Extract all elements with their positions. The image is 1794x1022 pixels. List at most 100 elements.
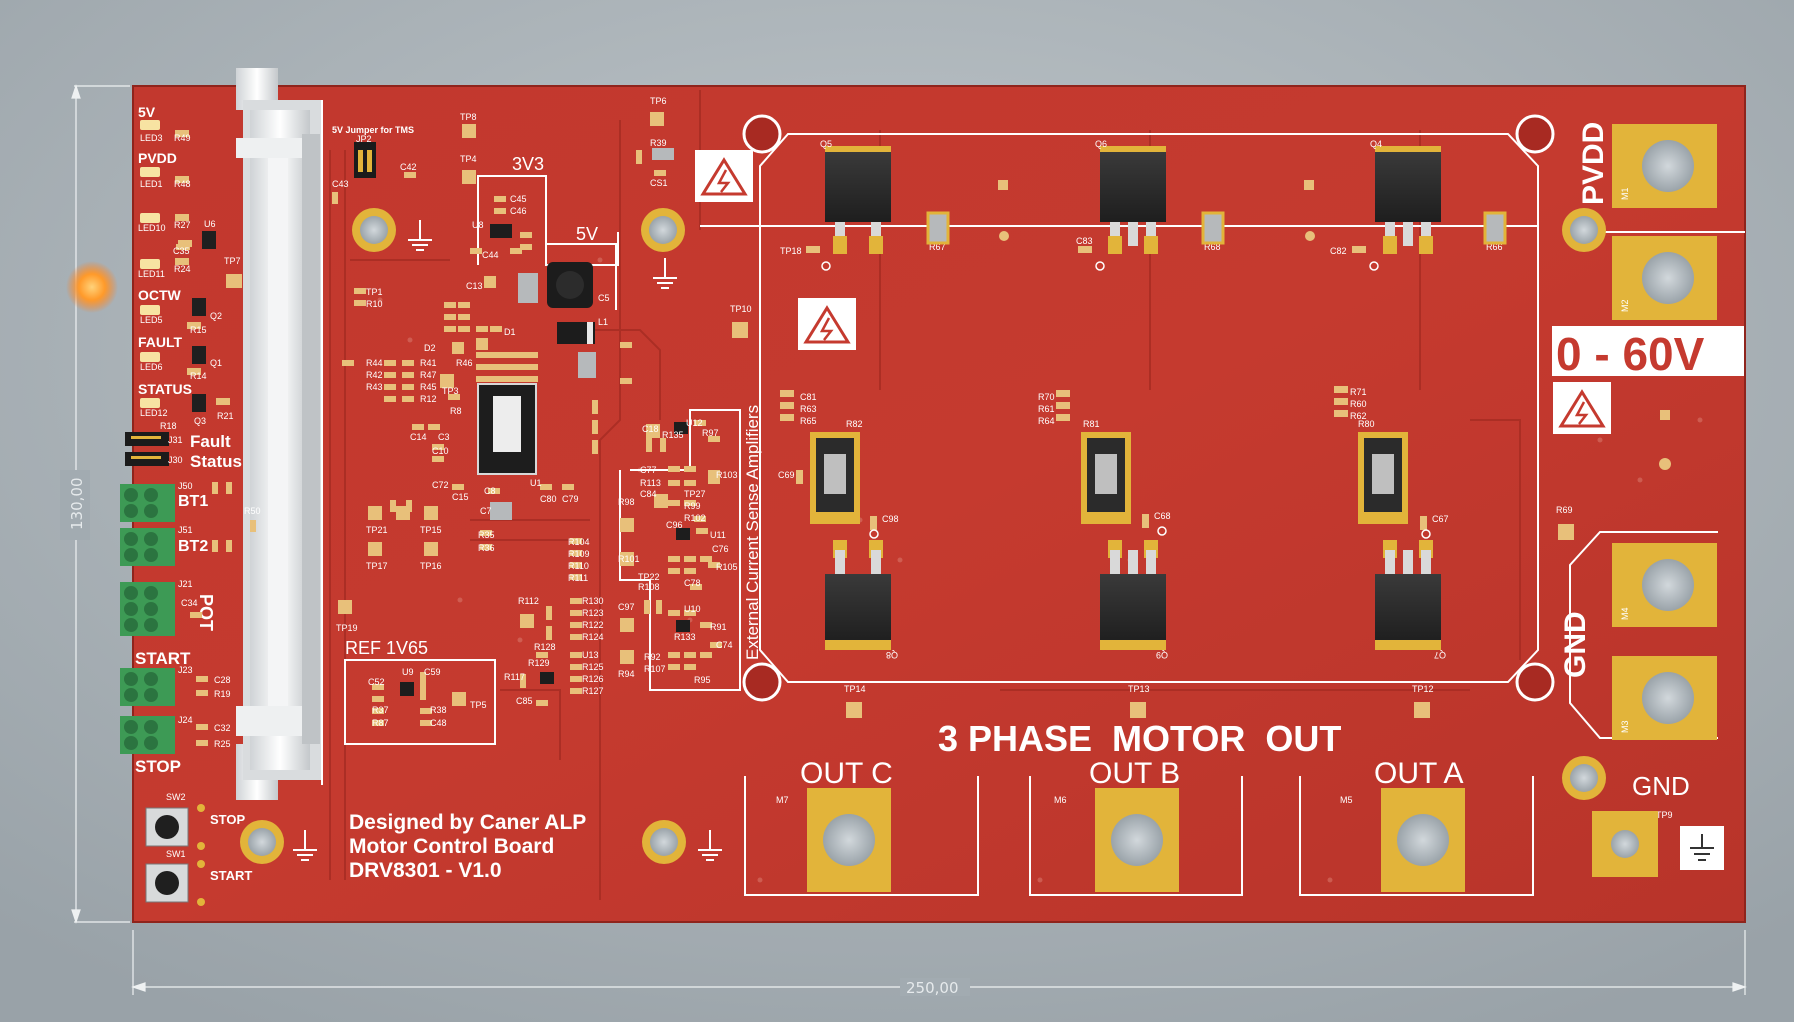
pvdd-big-label: PVDD (1577, 122, 1610, 205)
refdes-r50: R50 (244, 506, 261, 516)
refdes-tp23: R112 (518, 596, 539, 606)
refdes-c77: R97 (702, 428, 719, 438)
refdes-r68: C83 (1076, 236, 1093, 246)
output-terminals (807, 788, 1465, 892)
fault-status-jumpers (125, 432, 169, 466)
refdes-r91: U10 (684, 604, 701, 614)
m2-label: M2 (1620, 299, 1630, 312)
refdes-c84: R103 (716, 470, 738, 480)
refdes-r125: U13 (582, 650, 599, 660)
push-switch-stop[interactable] (145, 804, 205, 850)
refdes-c68: R64 (1038, 416, 1055, 426)
refdes-jp2: JP2 (356, 134, 372, 144)
refdes-r46: R44 (366, 358, 383, 368)
refdes-tp1: C13 (466, 281, 483, 291)
refdes-r108: TP22 (638, 572, 660, 582)
refdes-r43: R45 (420, 382, 437, 392)
led-label-5v: 5V (138, 104, 156, 120)
refdes-r71: C68 (1154, 511, 1171, 521)
refdes-tp2: D2 (424, 343, 436, 353)
refdes-j51: J51 (178, 525, 193, 535)
refdes-u8: U8 (472, 220, 484, 230)
refdes-c69: R65 (800, 416, 817, 426)
gnd-terminal-m8 (1592, 811, 1658, 877)
led-ref-led10: LED10 (138, 223, 166, 233)
refdes-r39: R39 (650, 138, 667, 148)
refdes-c44: C44 (482, 250, 499, 260)
bt2-label: BT2 (178, 538, 208, 555)
q6-label: Q6 (1095, 139, 1107, 149)
refdes-r35: R35 (478, 530, 495, 540)
r81-label: R81 (1083, 419, 1100, 429)
r80-label: R80 (1358, 419, 1375, 429)
refdes-c15: C15 (452, 492, 469, 502)
refdes-r18: R18 (160, 421, 177, 431)
refdes-r8: R8 (450, 406, 462, 416)
title-line-1: Designed by Caner ALP (349, 811, 586, 834)
refdes-r126: R125 (582, 662, 604, 672)
mounting-holes (742, 114, 1555, 702)
led-res-r27: R27 (174, 220, 191, 230)
refdes-tp15: TP15 (420, 525, 442, 535)
shunt-resistors (810, 432, 1408, 524)
refdes-tp7: TP7 (224, 256, 241, 266)
push-switch-start[interactable] (145, 860, 205, 906)
refdes-r129: R128 (534, 642, 556, 652)
title-line-2: Motor Control Board (349, 835, 554, 858)
small-transistors (192, 231, 216, 412)
tms-dock-connector (236, 68, 321, 800)
start-label: START (135, 649, 191, 668)
refdes-r87: R87 (372, 718, 389, 728)
m5-label: M5 (1340, 795, 1353, 805)
refdes-c85: R127 (582, 686, 604, 696)
refdes-r63: C81 (800, 392, 817, 402)
led-ref-led6: LED6 (140, 362, 163, 372)
refdes-r107: R92 (644, 652, 661, 662)
tms-5v-jumper[interactable] (354, 142, 376, 178)
switch-start-label: START (210, 868, 252, 883)
refdes-c7: C7 (480, 506, 492, 516)
led-labels: 5V LED3 R49 PVDD LED1 R48 LED10 R27 LED1… (138, 104, 234, 421)
fault-label: Fault (190, 432, 231, 451)
led-res-r21: R21 (217, 411, 234, 421)
led-ref-led3: LED3 (140, 133, 163, 143)
refdes-r45: R47 (420, 370, 437, 380)
refdes-tp6: TP6 (650, 96, 667, 106)
motor-out-title: 3 PHASE MOTOR OUT (938, 718, 1341, 759)
refdes-tp3: TP3 (442, 386, 459, 396)
refdes-r47: R41 (420, 358, 437, 368)
led-res-r15: R15 (190, 325, 207, 335)
refdes-tp22: R101 (618, 554, 640, 564)
pot-label: POT (196, 594, 216, 631)
refdes-r10: TP1 (366, 287, 383, 297)
voltage-banner-bg (1552, 326, 1744, 376)
refdes-u12: R135 (662, 430, 684, 440)
refdes-r44: R42 (366, 370, 383, 380)
out-b-label: OUT B (1089, 757, 1180, 790)
refdes-r124: R122 (582, 620, 604, 630)
refdes-r99: TP27 (684, 489, 706, 499)
refdes-r65: R63 (800, 404, 817, 414)
led-res-r48: R48 (174, 179, 191, 189)
refdes-r113: C77 (640, 465, 657, 475)
refdes-r70: C98 (882, 514, 899, 524)
led-label-fault: FAULT (138, 334, 183, 350)
led-ref-led5: LED5 (140, 315, 163, 325)
refdes-r25: R25 (214, 739, 231, 749)
refdes-c76: U11 (710, 530, 726, 540)
refdes-c46: C46 (510, 206, 527, 216)
led-label-status: STATUS (138, 381, 192, 397)
refdes-c67: R62 (1350, 411, 1367, 421)
m3-label: M3 (1620, 720, 1630, 733)
refdes-d1: L1 (598, 317, 608, 327)
refdes-c78: R105 (716, 562, 738, 572)
refdes-tp25: R98 (618, 497, 635, 507)
status-leds (140, 120, 230, 408)
refdes-c28: C28 (214, 675, 231, 685)
ic-packages (400, 224, 690, 696)
refdes-c35: C35 (173, 246, 190, 256)
switch-stop-label: STOP (210, 812, 245, 827)
control-section-outlines (344, 175, 741, 745)
status-label: Status (190, 452, 242, 471)
power-terminals (1612, 124, 1717, 740)
